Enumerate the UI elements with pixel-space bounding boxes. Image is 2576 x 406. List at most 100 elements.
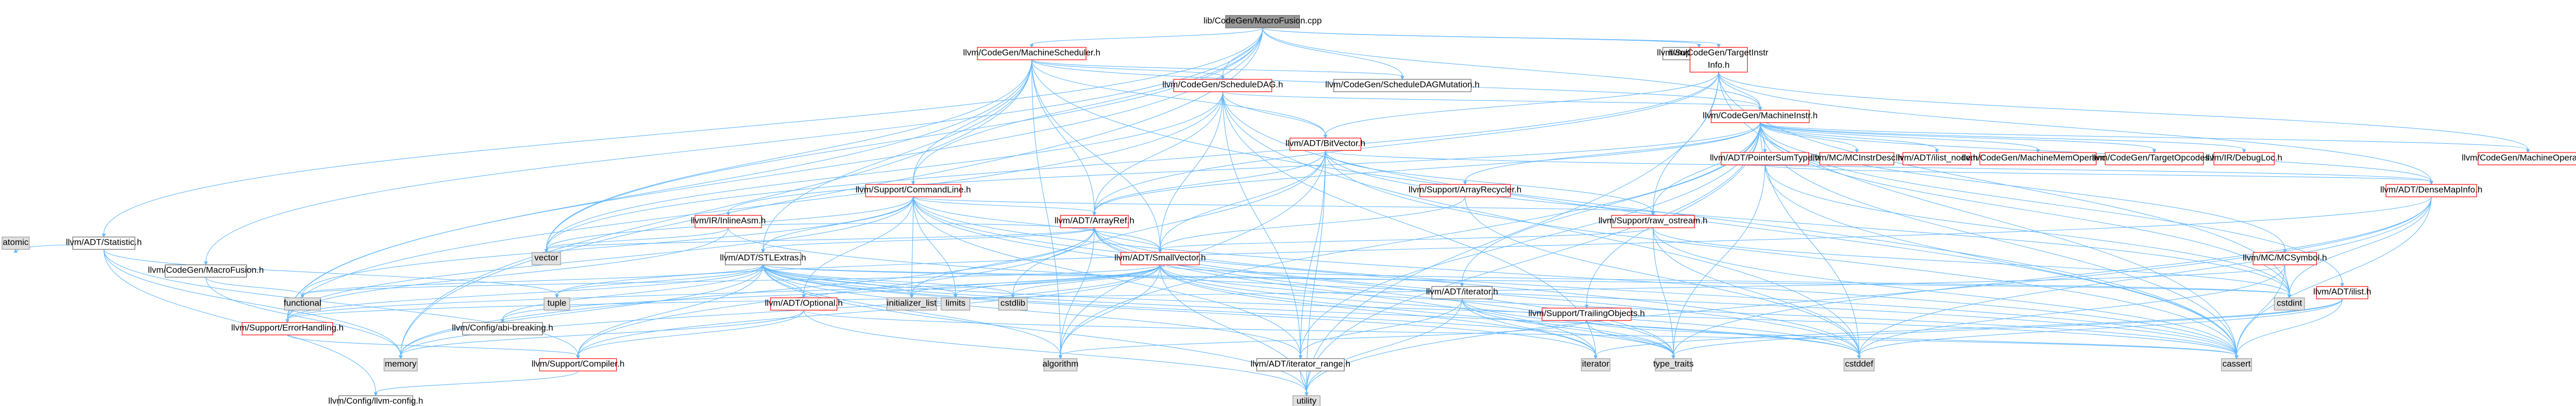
edge-opt-to-memory: [398, 310, 804, 360]
node-label: llvm/ADT/BitVector.h: [1285, 139, 1365, 148]
node-eh[interactable]: llvm/Support/ErrorHandling.h: [231, 322, 344, 335]
edge-mi-to-top: [1760, 122, 2157, 154]
node-top[interactable]: llvm/CodeGen/TargetOpcodes.h: [2092, 152, 2216, 165]
edge-stl-to-memory: [398, 264, 764, 360]
node-cfg: llvm/Config/llvm-config.h: [328, 395, 423, 406]
edge-mi-to-arec: [1463, 122, 1761, 185]
edge-mi-to-ilist: [1760, 122, 1939, 154]
node-vector: vector: [532, 252, 561, 265]
edge-aref-to-cassert: [1094, 227, 2239, 360]
edge-mi-to-raw: [1651, 122, 1761, 216]
edge-bv-to-cstdint: [1325, 150, 2292, 299]
node-label: llvm/ADT/ArrayRef.h: [1055, 216, 1134, 226]
edge-aref-to-stl: [761, 227, 1095, 253]
node-ilh[interactable]: llvm/ADT/ilist.h: [2313, 286, 2371, 299]
node-ms[interactable]: llvm/CodeGen/MachineScheduler.h: [963, 47, 1100, 60]
edge-cl-to-opt: [802, 196, 914, 299]
node-label: llvm/Support/raw_ostream.h: [1599, 216, 1708, 226]
node-tt: type_traits: [1653, 358, 1693, 371]
node-sdag[interactable]: llvm/CodeGen/ScheduleDAG.h: [1162, 79, 1283, 92]
node-iasm[interactable]: llvm/IR/InlineAsm.h: [691, 215, 766, 228]
node-label: llvm/CodeGen/MachineMemOperand.h: [1962, 153, 2114, 163]
node-sv[interactable]: llvm/ADT/SmallVector.h: [1114, 252, 1206, 265]
edge-stl-to-cassert: [762, 264, 2239, 360]
edge-stl-to-utility: [762, 264, 1309, 397]
edge-dmi-to-cstddef: [1857, 196, 2432, 360]
edges: [13, 27, 2530, 397]
node-utility: utility: [1292, 395, 1320, 406]
edge-stl-to-eh: [285, 264, 764, 324]
node-stat: llvm/ADT/Statistic.h: [66, 236, 142, 250]
edge-iter-to-cstddef: [1462, 298, 1861, 360]
node-label: llvm/Support/ErrorHandling.h: [231, 323, 344, 333]
edge-ms-to-aref: [1031, 59, 1097, 216]
edge-mi-to-mo: [1760, 122, 2530, 154]
edge-sdag-to-ir: [1222, 91, 1303, 360]
node-label: llvm/Support/TrailingObjects.h: [1528, 309, 1645, 318]
edge-mcs-to-eh: [285, 264, 2285, 324]
node-mcs[interactable]: llvm/MC/MCSymbol.h: [2243, 252, 2327, 265]
node-pst[interactable]: llvm/ADT/PointerSumType.h: [1710, 152, 1820, 165]
node-label: llvm/ADT/Statistic.h: [66, 238, 142, 247]
edge-root-to-mfh: [204, 27, 1263, 266]
edge-mfh-to-memory: [206, 277, 403, 360]
node-label: llvm/Config/abi-breaking.h: [452, 323, 553, 333]
node-aref[interactable]: llvm/ADT/ArrayRef.h: [1055, 215, 1134, 228]
edge-sv-to-memory: [398, 264, 1161, 360]
node-label: cstdint: [2277, 298, 2302, 308]
node-mo[interactable]: llvm/CodeGen/MachineOperand.h: [2462, 152, 2576, 165]
edge-tii-to-dmi: [1718, 72, 2433, 185]
edge-cl-to-raw: [913, 196, 1655, 216]
node-dl[interactable]: llvm/IR/DebugLoc.h: [2206, 152, 2282, 165]
node-raw[interactable]: llvm/Support/raw_ostream.h: [1599, 215, 1708, 228]
edge-pst-to-cassert: [1765, 164, 2239, 360]
node-label: cstdlib: [1001, 298, 1025, 308]
edge-cl-to-aref: [913, 196, 1097, 216]
node-cassert: cassert: [2221, 358, 2252, 371]
edge-sdag-to-mi: [1222, 91, 1762, 111]
node-ilist[interactable]: llvm/ADT/ilist_node.h: [1896, 152, 1978, 165]
node-tro[interactable]: llvm/Support/TrailingObjects.h: [1528, 308, 1645, 321]
edge-opt-to-cassert: [803, 310, 2239, 360]
node-label: llvm/ADT/DenseMapInfo.h: [2380, 185, 2482, 195]
edge-root-to-sdag: [1221, 27, 1263, 80]
node-label: cassert: [2223, 359, 2251, 369]
node-label: llvm/CodeGen/MachineScheduler.h: [963, 48, 1100, 58]
node-label: llvm/IR/DebugLoc.h: [2206, 153, 2282, 163]
edge-stl-to-brk: [500, 264, 764, 324]
edge-stl-to-limits: [762, 264, 958, 299]
node-label: initializer_list: [887, 298, 937, 308]
edge-ilh-to-tt: [1671, 298, 2343, 360]
node-label: llvm/IR/InlineAsm.h: [691, 216, 766, 226]
edge-bv-to-sv: [1158, 150, 1326, 253]
node-initlist: initializer_list: [886, 297, 937, 311]
node-label: algorithm: [1042, 359, 1078, 369]
node-arec[interactable]: llvm/Support/ArrayRecycler.h: [1409, 184, 1521, 197]
node-atomic: atomic: [2, 236, 30, 250]
edge-arec-to-sv: [1158, 196, 1466, 253]
node-algorithm: algorithm: [1042, 358, 1078, 371]
node-memory: memory: [383, 358, 418, 371]
node-cl[interactable]: llvm/Support/CommandLine.h: [856, 184, 971, 197]
edge-mi-to-dl: [1760, 122, 2246, 154]
edge-ir-to-utility: [1300, 370, 1309, 397]
edge-sdag-to-bv: [1222, 91, 1328, 139]
node-label: llvm/ADT/iterator_range.h: [1250, 359, 1350, 369]
node-sdagm: llvm/CodeGen/ScheduleDAGMutation.h: [1325, 79, 1480, 92]
node-opt[interactable]: llvm/ADT/Optional.h: [765, 297, 843, 311]
node-mmo[interactable]: llvm/CodeGen/MachineMemOperand.h: [1962, 152, 2114, 165]
node-mi[interactable]: llvm/CodeGen/MachineInstr.h: [1703, 110, 1818, 123]
edge-mi-to-iasm: [726, 122, 1761, 216]
edge-mi-to-utility: [1304, 122, 1761, 397]
node-dmi[interactable]: llvm/ADT/DenseMapInfo.h: [2380, 184, 2482, 197]
node-comp[interactable]: llvm/Support/Compiler.h: [532, 358, 624, 371]
node-mcid[interactable]: llvm/MC/MCInstrDesc.h: [1811, 152, 1903, 165]
edge-tii-to-mo: [1718, 72, 2530, 154]
edge-root-to-tii: [1262, 27, 1721, 48]
edge-raw-to-cstdint: [1652, 227, 2292, 299]
edge-stl-to-algorithm: [762, 264, 1063, 360]
node-bv[interactable]: llvm/ADT/BitVector.h: [1285, 138, 1365, 151]
node-label: llvm/ADT/PointerSumType.h: [1710, 153, 1820, 163]
